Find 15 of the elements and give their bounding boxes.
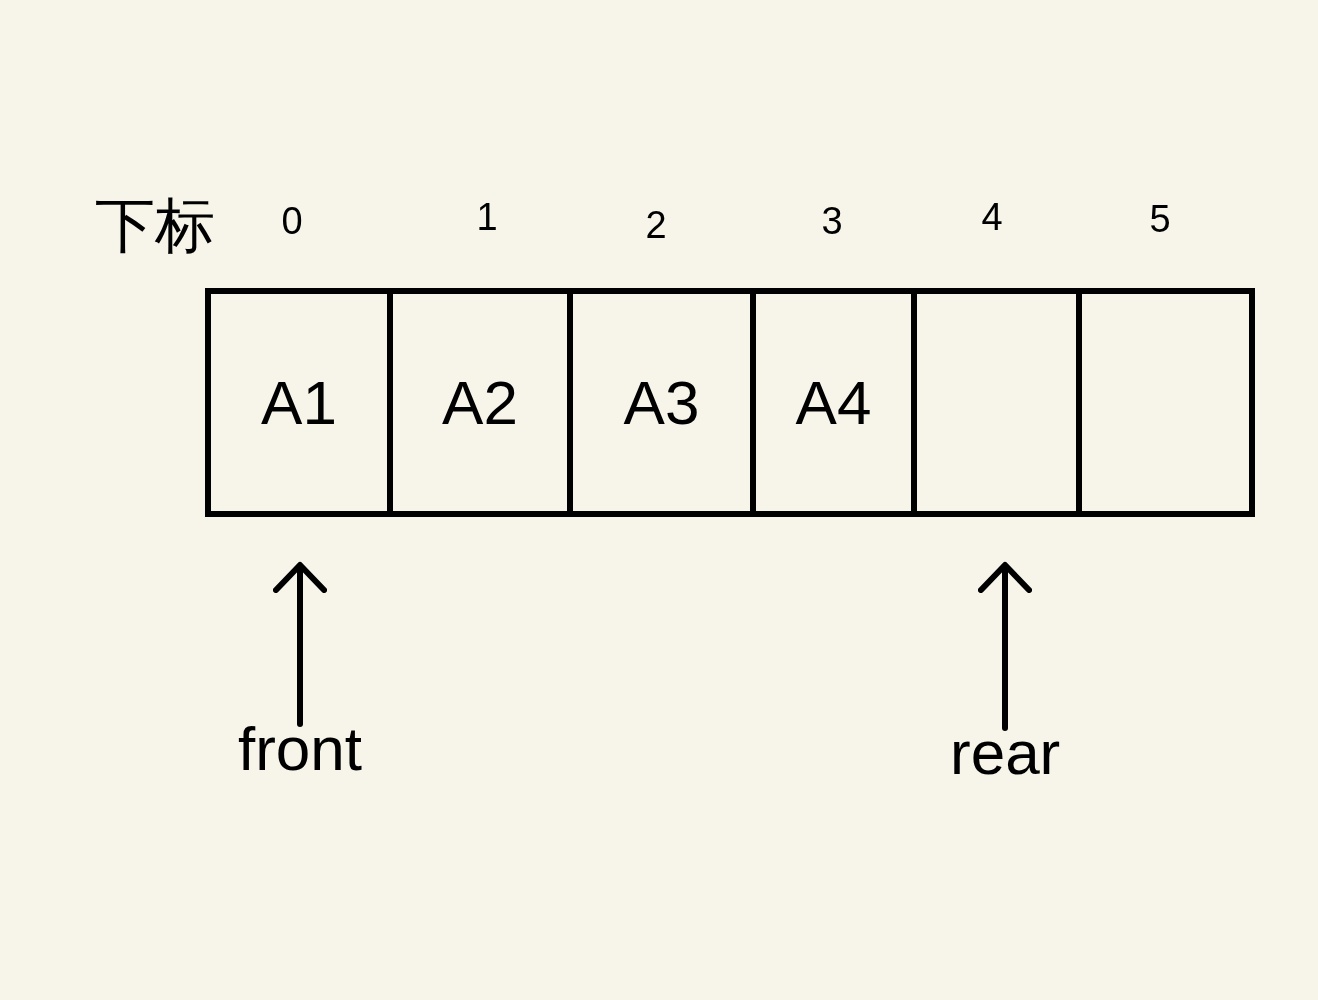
row-heading: 下标 [95,191,215,261]
index-number: 5 [1149,198,1171,241]
index-number: 1 [476,196,498,239]
cell-value: A3 [623,367,700,438]
cell-value: A1 [261,367,337,438]
index-number: 3 [821,200,843,243]
pointer-label: rear [950,722,1061,784]
pointer-label: front [238,718,363,780]
pointer-arrow [273,562,327,727]
pointer-arrow [978,562,1032,731]
index-number: 2 [645,204,667,247]
index-number: 0 [281,200,303,243]
cell-value: A2 [442,367,518,438]
cell-value: A4 [795,367,872,438]
index-number: 4 [981,196,1003,239]
